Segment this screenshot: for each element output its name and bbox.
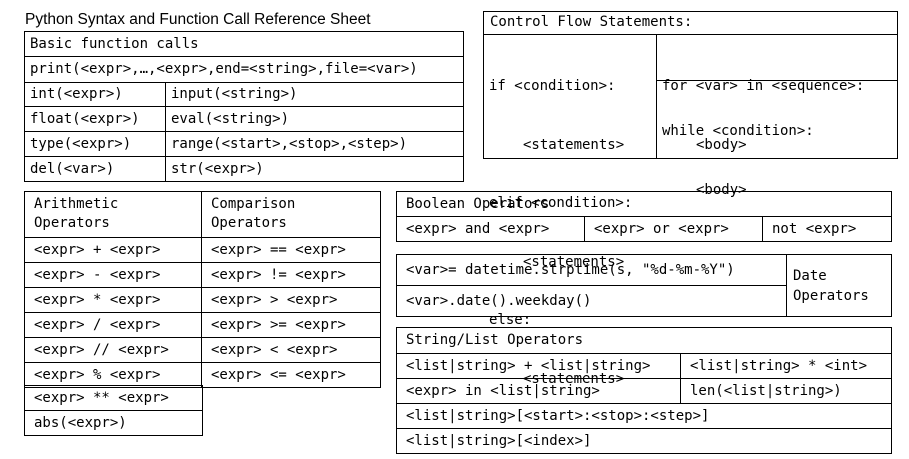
arith-mul: <expr> * <expr>: [24, 287, 202, 313]
arith-mod: <expr> % <expr>: [24, 362, 202, 388]
arith-header: Arithmetic Operators: [24, 191, 202, 238]
comp-lt: <expr> < <expr>: [201, 337, 381, 363]
string-list-header: String/List Operators: [395, 327, 893, 354]
control-flow-col-divider: [656, 34, 657, 159]
arith-extra-table: <expr> ** <expr> abs(<expr>): [24, 385, 203, 436]
page-title: Python Syntax and Function Call Referenc…: [25, 11, 371, 28]
basic-function-calls-table: Basic function calls print(<expr>,…,<exp…: [23, 31, 465, 182]
int-call: int(<expr>): [24, 82, 166, 107]
comp-gt: <expr> > <expr>: [201, 287, 381, 313]
comp-eq: <expr> == <expr>: [201, 237, 381, 263]
control-flow-divider: [483, 34, 898, 35]
comp-header-line1: Comparison: [211, 196, 296, 212]
index-op: <list|string>[<index>]: [395, 428, 893, 454]
arith-div: <expr> / <expr>: [24, 312, 202, 338]
type-call: type(<expr>): [24, 131, 166, 157]
date-operators-label: Date Operators: [786, 254, 892, 317]
comp-header: Comparison Operators: [201, 191, 381, 238]
control-flow-box: [483, 11, 898, 159]
in-op: <expr> in <list|string>: [396, 378, 681, 404]
weekday-call: <var>.date().weekday(): [396, 285, 787, 317]
basic-calls-header: Basic function calls: [23, 31, 465, 57]
str-call: str(<expr>): [164, 156, 465, 182]
date-operators-table: <var>= datetime.strptime(s, "%d-%m-%Y") …: [396, 254, 892, 317]
input-call: input(<string>): [164, 82, 465, 107]
boolean-operators-table: Boolean Operators <expr> and <expr> <exp…: [395, 191, 893, 242]
for-line: for <var> in <sequence>:: [662, 78, 865, 94]
strptime-call: <var>= datetime.strptime(s, "%d-%m-%Y"): [396, 254, 787, 286]
arith-header-line2: Operators: [34, 215, 110, 231]
boolean-header: Boolean Operators: [395, 191, 893, 217]
string-list-operators-table: String/List Operators <list|string> + <l…: [395, 327, 893, 454]
arith-sub: <expr> - <expr>: [24, 262, 202, 288]
arith-header-line1: Arithmetic: [34, 196, 119, 212]
for-body: <body>: [696, 136, 747, 153]
comp-header-line2: Operators: [211, 215, 287, 231]
arith-pow: <expr> ** <expr>: [24, 385, 203, 411]
comp-ne: <expr> != <expr>: [201, 262, 381, 288]
comp-ge: <expr> >= <expr>: [201, 312, 381, 338]
arith-comp-operators-table: Arithmetic Operators Comparison Operator…: [24, 191, 381, 388]
repeat-op: <list|string> * <int>: [679, 353, 893, 379]
range-call: range(<start>,<stop>,<step>): [164, 131, 465, 157]
for-block: for <var> in <sequence>: <body>: [662, 38, 864, 175]
bool-or: <expr> or <expr>: [584, 216, 763, 242]
while-block: while <condition>: <body>: [662, 83, 814, 220]
for-while-divider: [656, 80, 898, 81]
if-statements: <statements>: [523, 136, 625, 153]
bool-not: not <expr>: [761, 216, 893, 242]
comp-le: <expr> <= <expr>: [201, 362, 381, 388]
abs-call: abs(<expr>): [24, 410, 203, 436]
control-flow-header: Control Flow Statements:: [490, 14, 693, 30]
if-line: if <condition>:: [489, 78, 616, 94]
len-call: len(<list|string>): [679, 378, 893, 404]
slice-op: <list|string>[<start>:<stop>:<step>]: [395, 403, 893, 429]
arith-floordiv: <expr> // <expr>: [24, 337, 202, 363]
bool-and: <expr> and <expr>: [396, 216, 585, 242]
date-label-line2: Operators: [793, 287, 869, 304]
arith-add: <expr> + <expr>: [24, 237, 202, 263]
eval-call: eval(<string>): [164, 106, 465, 132]
date-label-line1: Date: [793, 267, 827, 284]
while-line: while <condition>:: [662, 123, 814, 139]
float-call: float(<expr>): [24, 106, 166, 132]
concat-op: <list|string> + <list|string>: [396, 353, 681, 379]
print-call: print(<expr>,…,<expr>,end=<string>,file=…: [23, 56, 465, 83]
del-call: del(<var>): [24, 156, 166, 182]
